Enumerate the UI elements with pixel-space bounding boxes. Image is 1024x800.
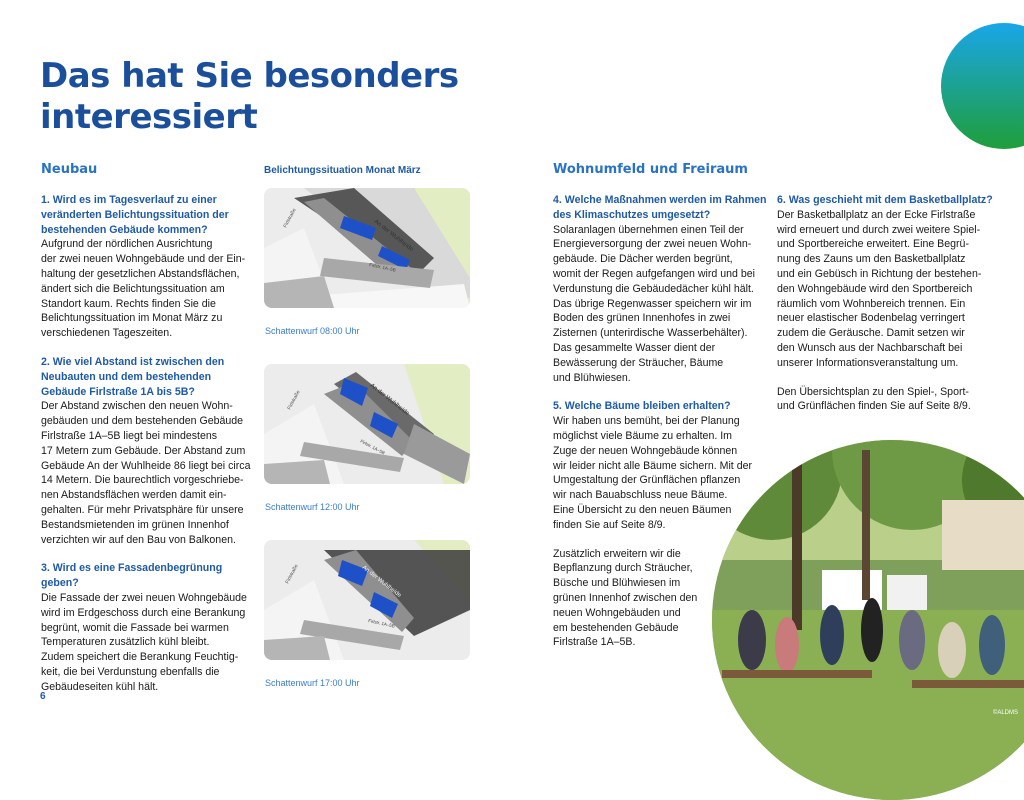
question-6-extra: Den Übersichtsplan zu den Spiel-, Sport-… [777,385,971,413]
map-caption-1200: Schattenwurf 12:00 Uhr [265,502,360,512]
question-5-title: 5. Welche Bäume bleiben erhalten? [553,400,731,413]
photo-credit: ©ALDMS [992,710,1018,716]
building-label: Firlstr. 1A–5B [368,618,395,629]
right-text-column: 6. Was geschieht mit dem Basketballplatz… [777,193,1002,414]
page-number: 6 [40,691,46,702]
shadow-map-1700: An der Wuhlheide Firlstraße Firlstr. 1A–… [264,540,470,660]
map-column-heading: Belichtungssituation Monat März [264,165,421,176]
map-caption-1700: Schattenwurf 17:00 Uhr [265,678,360,688]
building-label: Firlstr. 1A–5B [369,262,396,273]
shadow-map-0800: An der Wuhlheide Firlstraße Firlstr. 1A–… [264,188,470,308]
section-heading-neubau: Neubau [41,162,98,177]
decorative-gradient-circle [941,23,1024,149]
shadow-map-1200: An der Wuhlheide Firlstraße Firlstr. 1A–… [264,364,470,484]
page-title: Das hat Sie besonders interessiert [40,56,500,138]
title-line-1: Das hat Sie besonders [40,56,459,96]
title-line-2: interessiert [40,97,258,137]
question-2-body: Der Abstand zwischen den neuen Wohn-gebä… [41,400,251,546]
question-6-title: 6. Was geschieht mit dem Basketballplatz… [777,194,993,206]
question-3-title: 3. Wird es eine Fassadenbegrünung geben? [41,562,223,590]
map-caption-0800: Schattenwurf 08:00 Uhr [265,326,360,336]
section-heading-wohnumfeld: Wohnumfeld und Freiraum [553,162,748,177]
question-6-body: Der Basketballplatz an der Ecke Firlstra… [777,208,982,369]
